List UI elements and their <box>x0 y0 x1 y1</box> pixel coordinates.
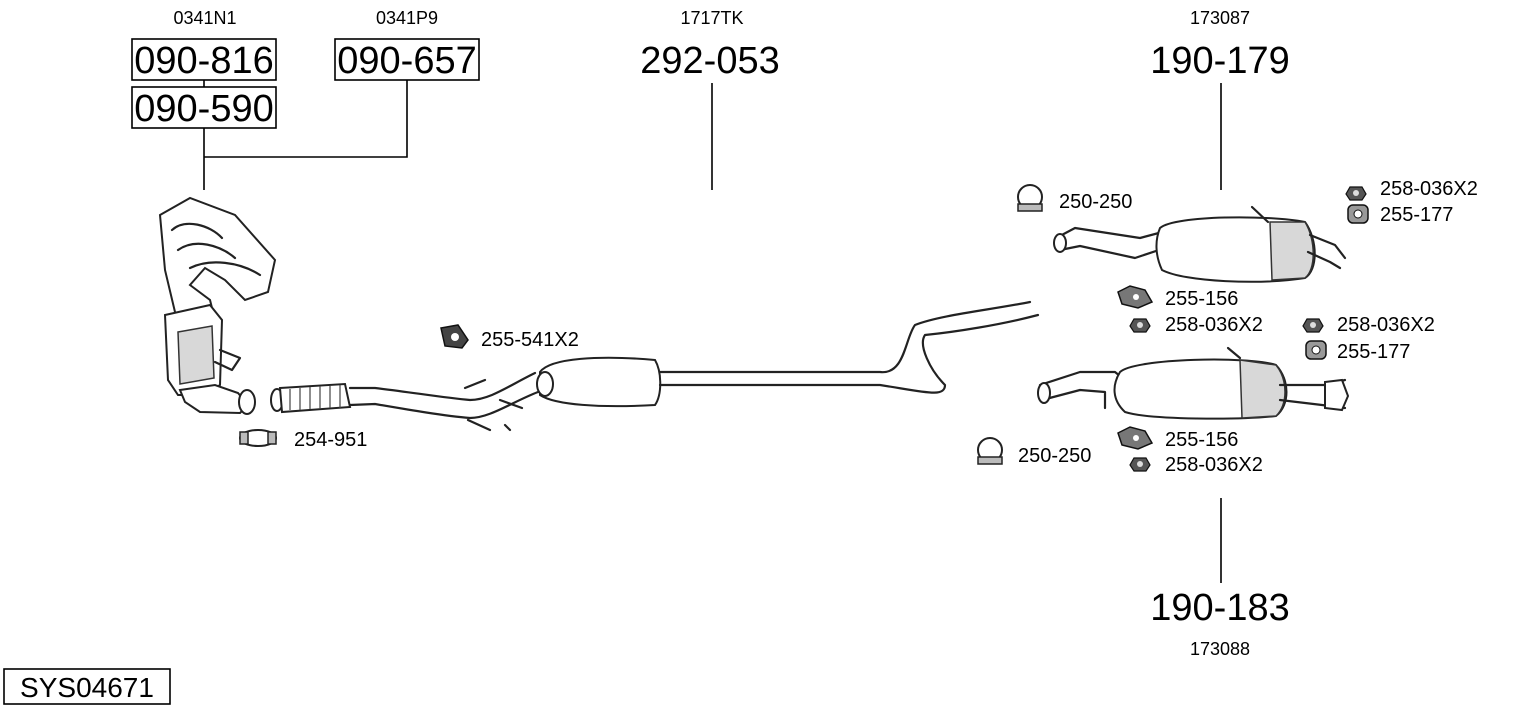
nut-icon <box>1302 318 1324 333</box>
fitting-label-250-250-bottom[interactable]: 250-250 <box>1018 445 1091 467</box>
ref-0341N1: 0341N1 <box>173 8 236 28</box>
ref-0341P9: 0341P9 <box>376 8 438 28</box>
bracket-icon <box>1117 426 1154 450</box>
hanger-icon <box>440 324 469 349</box>
nut-icon <box>1129 457 1151 472</box>
part-190-179[interactable]: 190-179 <box>1150 40 1289 82</box>
rubber-mount-icon <box>1347 204 1369 224</box>
clamp-icon <box>977 437 1003 465</box>
clamp-icon <box>239 429 277 447</box>
catalytic-converter-drawing <box>158 196 277 415</box>
fitting-label-255-177-b[interactable]: 255-177 <box>1337 341 1410 363</box>
fitting-label-258-036X2-b[interactable]: 258-036X2 <box>1165 314 1263 336</box>
part-box-090-590 <box>131 86 277 129</box>
bracket-icon <box>1117 285 1154 309</box>
nut-icon <box>1345 186 1367 201</box>
fitting-label-258-036X2-a[interactable]: 258-036X2 <box>1380 178 1478 200</box>
fitting-label-255-156-a[interactable]: 255-156 <box>1165 288 1238 310</box>
ref-173088: 173088 <box>1190 639 1250 659</box>
rubber-mount-icon <box>1305 340 1327 360</box>
system-code: SYS04671 <box>20 672 154 703</box>
part-090-816[interactable]: 090-816 <box>134 40 273 82</box>
part-090-657[interactable]: 090-657 <box>337 40 476 82</box>
part-box-090-816 <box>131 38 277 81</box>
rear-silencer-lower-drawing <box>1037 346 1350 420</box>
fitting-label-255-156-b[interactable]: 255-156 <box>1165 429 1238 451</box>
fitting-label-254-951[interactable]: 254-951 <box>294 429 367 451</box>
clamp-icon <box>1017 184 1043 212</box>
nut-icon <box>1129 318 1151 333</box>
rear-silencer-upper-drawing <box>1053 205 1347 283</box>
fitting-label-258-036X2-d[interactable]: 258-036X2 <box>1165 454 1263 476</box>
fitting-label-250-250-top[interactable]: 250-250 <box>1059 191 1132 213</box>
part-190-183[interactable]: 190-183 <box>1150 587 1289 629</box>
part-292-053[interactable]: 292-053 <box>640 40 779 82</box>
fitting-label-258-036X2-c[interactable]: 258-036X2 <box>1337 314 1435 336</box>
system-code-box <box>3 668 171 705</box>
part-090-590[interactable]: 090-590 <box>134 88 273 130</box>
fitting-label-255-177-a[interactable]: 255-177 <box>1380 204 1453 226</box>
ref-1717TK: 1717TK <box>680 8 743 28</box>
leader-090-657 <box>204 80 408 158</box>
middle-silencer-drawing <box>536 300 1040 408</box>
front-pipe-drawing <box>270 371 540 432</box>
fitting-label-255-541X2[interactable]: 255-541X2 <box>481 329 579 351</box>
ref-173087: 173087 <box>1190 8 1250 28</box>
